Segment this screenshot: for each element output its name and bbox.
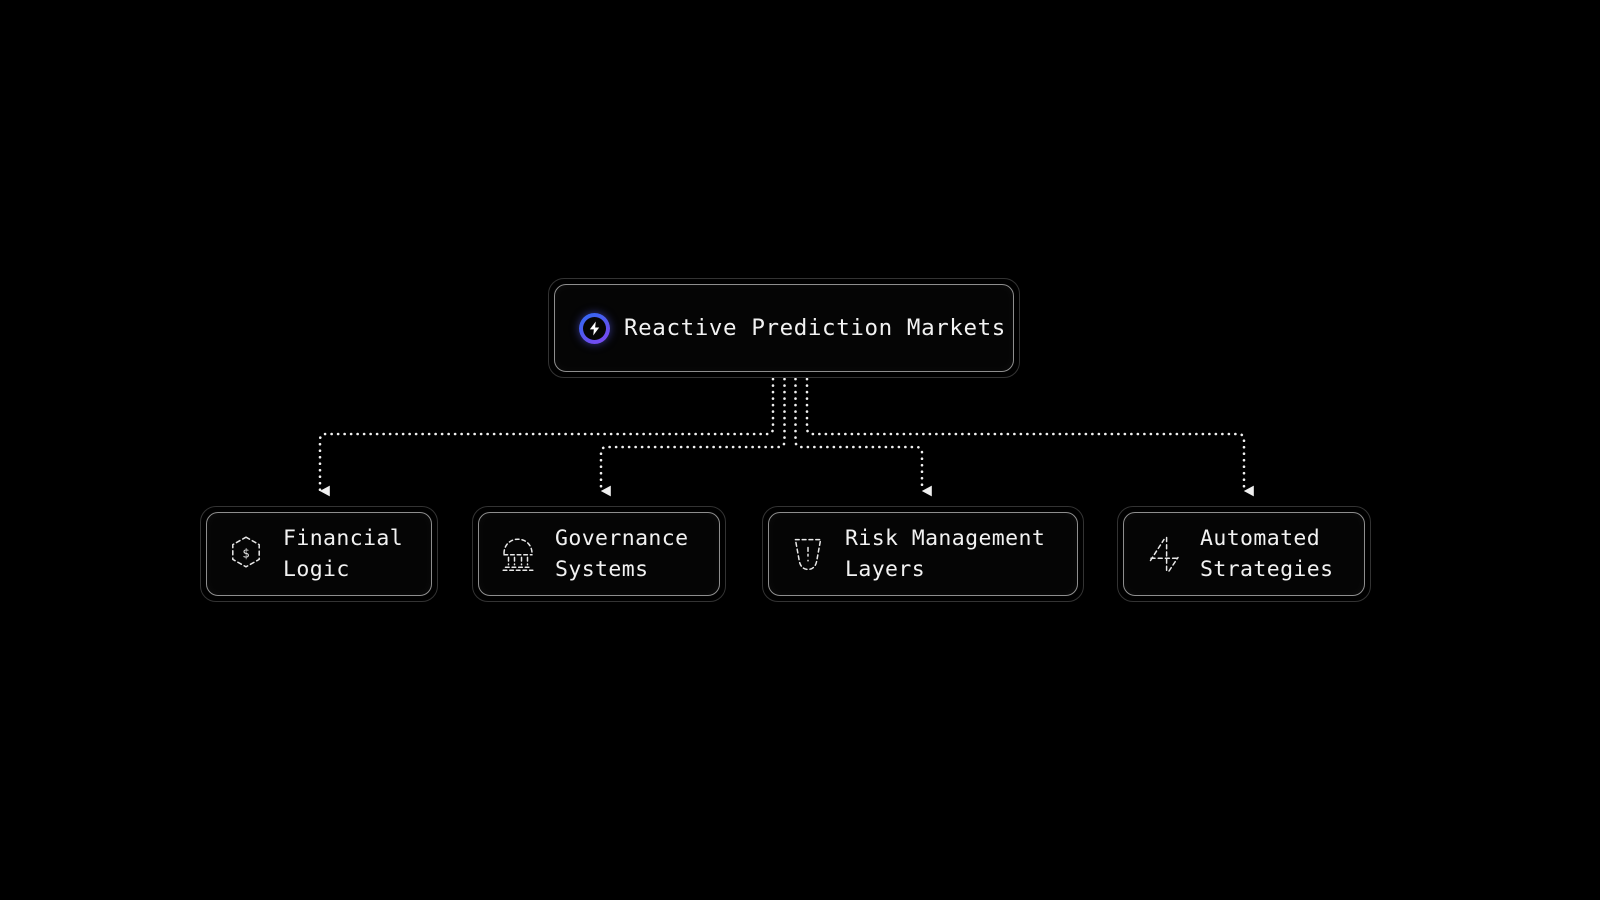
edge-root-to-automated-strategies [805, 377, 1254, 497]
edge-root-to-risk-management-layers [794, 377, 932, 497]
root-node-reactive-prediction-markets[interactable]: Reactive Prediction Markets [548, 278, 1020, 378]
node-governance-systems[interactable]: Governance Systems [472, 506, 726, 602]
lightning-bolt-icon [579, 312, 610, 344]
dashed-shield-alert-icon [785, 531, 831, 577]
node-risk-management-layers-body: Risk Management Layers [768, 512, 1078, 596]
dashed-hexagon-dollar-icon: $ [223, 531, 269, 577]
dashed-gear-axes-icon [1140, 531, 1186, 577]
dashed-bank-institution-icon [495, 531, 541, 577]
edge-root-to-governance-systems [599, 377, 786, 497]
node-financial-logic[interactable]: $ Financial Logic [200, 506, 438, 602]
node-automated-strategies-body: Automated Strategies [1123, 512, 1365, 596]
node-financial-logic-body: $ Financial Logic [206, 512, 432, 596]
node-risk-management-layers[interactable]: Risk Management Layers [762, 506, 1084, 602]
node-automated-strategies[interactable]: Automated Strategies [1117, 506, 1371, 602]
node-financial-logic-label: Financial Logic [283, 526, 404, 582]
node-automated-strategies-label: Automated Strategies [1200, 526, 1334, 582]
edge-root-to-financial-logic [318, 377, 775, 497]
root-node-label: Reactive Prediction Markets [624, 314, 1006, 341]
node-risk-management-layers-label: Risk Management Layers [845, 526, 1046, 582]
svg-text:$: $ [242, 547, 249, 561]
node-governance-systems-label: Governance Systems [555, 526, 689, 582]
root-node-body: Reactive Prediction Markets [554, 284, 1014, 372]
node-governance-systems-body: Governance Systems [478, 512, 720, 596]
